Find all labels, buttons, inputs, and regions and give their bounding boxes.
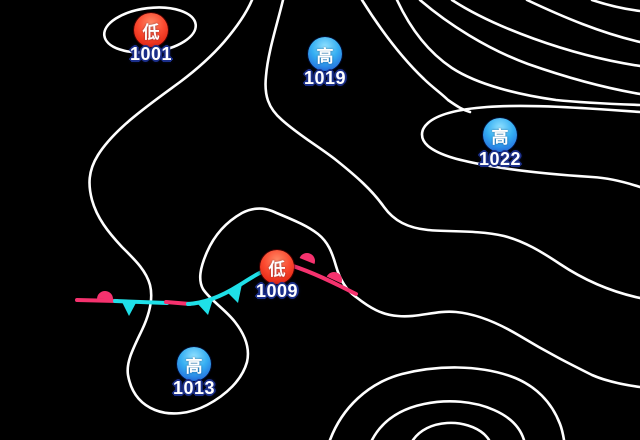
pressure-value-label: 1022 <box>478 149 522 169</box>
pressure-symbol: 低 <box>142 22 160 42</box>
isobar-contour <box>328 366 566 440</box>
front-semicircle <box>97 291 113 300</box>
pressure-symbol: 高 <box>316 46 334 66</box>
pressure-symbol-disc[interactable]: 高 <box>308 37 342 71</box>
isobar-contour <box>420 104 640 189</box>
warm-front-line <box>277 260 358 296</box>
pressure-symbol-disc[interactable]: 高 <box>177 347 211 381</box>
pressure-symbol-disc[interactable]: 高 <box>483 118 517 152</box>
front-triangle <box>227 284 242 303</box>
warm-front-line <box>75 298 119 303</box>
pressure-symbol: 低 <box>268 259 286 279</box>
front-triangle <box>197 299 213 315</box>
warm-front-line <box>164 300 192 306</box>
pressure-symbol: 高 <box>185 356 203 376</box>
front-triangle <box>121 300 137 316</box>
isobar-contour <box>370 400 526 440</box>
front-semicircle <box>326 272 342 284</box>
isobar-contour <box>450 0 640 68</box>
isobar-contour <box>360 0 472 114</box>
pressure-value-label: 1019 <box>303 68 347 88</box>
isobar-contour <box>411 421 491 440</box>
pressure-symbol-disc[interactable]: 低 <box>134 13 168 47</box>
isobar-contour <box>264 0 640 300</box>
front-semicircle <box>299 253 315 264</box>
isobar-contour <box>102 6 198 54</box>
isobar-contour <box>418 0 640 96</box>
pressure-value-label: 1009 <box>255 281 299 301</box>
pressure-value-label: 1013 <box>172 378 216 398</box>
isobar-contour <box>590 0 640 13</box>
isobar-contour <box>395 0 640 107</box>
pressure-symbol-disc[interactable]: 低 <box>260 250 294 284</box>
pressure-value-label: 1001 <box>129 44 173 64</box>
pressure-symbol: 高 <box>491 127 509 147</box>
isobar-contour <box>88 0 640 415</box>
isobar-contour <box>525 0 640 44</box>
